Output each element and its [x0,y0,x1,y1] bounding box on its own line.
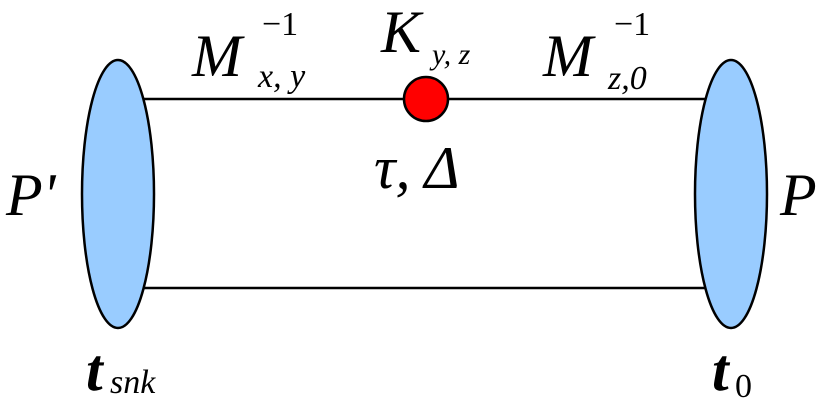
sink-source-ellipse [80,58,156,330]
vertex-subscript: y, z [432,38,471,71]
propagator-right-symbol: M [543,23,593,89]
vertex-parameters: τ, Δ [374,135,460,201]
source-ellipse [693,58,769,330]
sink-state-label: P' [6,162,56,228]
source-time-symbol: t [712,337,729,403]
source-time-subscript: 0 [735,368,752,405]
vertex-symbol: K [381,0,422,65]
sink-time-subscript: snk [110,364,156,401]
propagator-right-superscript: −1 [614,6,651,43]
vertex-dot [402,75,450,123]
source-state-label: P [780,162,817,228]
sink-time-symbol: t [86,337,103,403]
propagator-left-subscript: x, y [258,58,306,95]
propagator-left-superscript: −1 [262,6,299,43]
propagator-right-subscript: z,0 [608,60,647,97]
propagator-left-symbol: M [192,23,242,89]
